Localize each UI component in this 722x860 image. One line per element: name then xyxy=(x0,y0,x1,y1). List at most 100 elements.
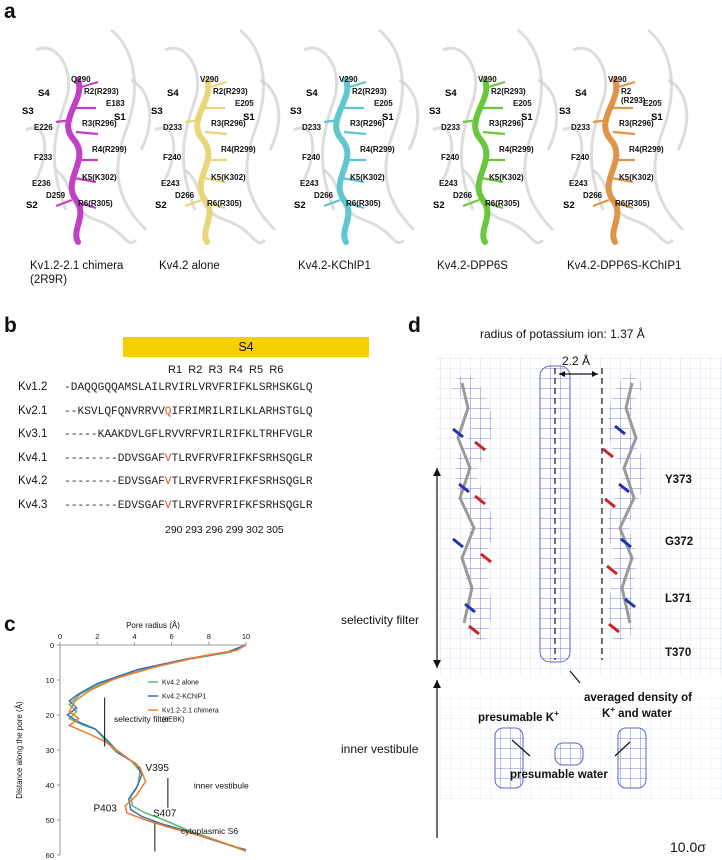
residue-label-e1: E205 xyxy=(235,99,254,108)
residue-label: L371 xyxy=(665,593,692,605)
background-helix xyxy=(293,126,315,181)
water-density-right xyxy=(617,727,647,789)
segment-s4: S4 xyxy=(306,88,318,99)
sequence-name: Kv2.1 xyxy=(18,404,48,417)
residue-label-r3: R3(R296) xyxy=(350,119,385,128)
x-tick-label: 4 xyxy=(132,632,136,641)
side-chain xyxy=(612,200,634,210)
arrow-head xyxy=(433,468,441,476)
y-tick-label: 30 xyxy=(46,746,54,755)
segment-s1: S1 xyxy=(651,112,663,123)
residue-label-r4: R4(R299) xyxy=(629,145,664,154)
residue-label-r4: R4(R299) xyxy=(360,145,395,154)
x-tick-label: 2 xyxy=(95,632,99,641)
r-header: R1 xyxy=(168,364,183,376)
side-chain xyxy=(480,176,504,184)
radius-note: radius of potassium ion: 1.37 Å xyxy=(480,327,645,341)
background-helix xyxy=(432,126,454,181)
sequence-row: --------EDVSGAFVTLRVFRVFRIFKFSRHSQGLR xyxy=(64,476,313,488)
side-chain xyxy=(341,176,365,184)
segment-s2: S2 xyxy=(563,200,575,211)
s4-helix xyxy=(194,77,213,245)
side-chain xyxy=(204,130,228,136)
segment-s4: S4 xyxy=(38,88,50,99)
side-chain xyxy=(482,200,504,210)
background-helix xyxy=(562,126,584,181)
side-chain xyxy=(592,118,610,124)
segment-s2: S2 xyxy=(26,200,38,211)
segment-s1: S1 xyxy=(521,112,533,123)
side-chain xyxy=(482,130,506,136)
atom-bond xyxy=(618,482,630,494)
left-strand-density xyxy=(450,369,493,642)
atom-bond xyxy=(452,427,464,439)
side-chain xyxy=(343,200,365,210)
x-tick-label: 6 xyxy=(170,632,174,641)
residue-label-e1: E205 xyxy=(374,99,393,108)
residue-label-d: D266 xyxy=(314,191,334,200)
segment-s4: S4 xyxy=(575,88,587,99)
legend-label: Kv4.2-KChIP1 xyxy=(162,694,206,701)
residue-label-phe: F240 xyxy=(571,153,590,162)
chart-annotation: P403 xyxy=(93,803,117,814)
legend-label: Kv4.2 alone xyxy=(162,680,199,687)
residue-label-d: D266 xyxy=(175,191,195,200)
s4-banner-label: S4 xyxy=(238,340,254,354)
atom-bond xyxy=(458,482,470,494)
segment-s1: S1 xyxy=(382,112,394,123)
residue-label-d: D266 xyxy=(453,191,473,200)
residue-label: T370 xyxy=(665,647,691,659)
background-helix xyxy=(55,168,138,245)
sequence-row: --KSVLQFQNVRRVVQIFRIMRILRILKLARHSTGLQ xyxy=(64,405,313,418)
r-header: R3 xyxy=(208,364,223,376)
structure-caption: Kv4.2-DPP6S xyxy=(437,260,508,272)
residue-label-e3: E236 xyxy=(32,179,51,188)
sequence-row: -----KAAKDVLGFLRVVRFVRILRIFKLTRHFVGLR xyxy=(64,429,313,441)
segment-s3: S3 xyxy=(22,106,34,117)
water-arrow-left xyxy=(511,739,531,757)
side-chain xyxy=(462,118,480,124)
atom-bond xyxy=(620,537,632,549)
side-chain xyxy=(202,176,226,184)
side-chain xyxy=(484,80,506,90)
r-header: R4 xyxy=(228,364,243,376)
side-chain xyxy=(610,176,634,184)
residue-label-k5: K5(K302) xyxy=(82,173,117,182)
segment-s1: S1 xyxy=(243,112,255,123)
atom-bond xyxy=(474,494,486,506)
residue-label-top: V290 xyxy=(608,75,627,84)
residue-label: Y373 xyxy=(665,474,692,486)
chart-annotation: cytoplasmic S6 xyxy=(181,826,238,836)
sigma-label: 10.0σ xyxy=(670,839,706,855)
residue-label-e2: D233 xyxy=(163,123,183,132)
background-helix xyxy=(398,78,420,151)
residue-label-k5: K5(K302) xyxy=(619,173,654,182)
chart-annotation: selectivity filter xyxy=(114,714,169,724)
sequence-name: Kv4.1 xyxy=(18,451,48,464)
arrow-head xyxy=(433,680,441,688)
residue-label-phe: F233 xyxy=(34,153,53,162)
residue-label-k5: K5(K302) xyxy=(489,173,524,182)
panel-a-letter: a xyxy=(4,0,16,23)
y-tick-label: 10 xyxy=(46,676,54,685)
arrow-head xyxy=(433,660,441,668)
side-chain xyxy=(55,118,73,124)
k-density xyxy=(554,742,584,766)
residue-label-r3: R3(R296) xyxy=(619,119,654,128)
background-helix xyxy=(667,78,689,151)
background-helix xyxy=(25,126,47,181)
sequence-name: Kv3.1 xyxy=(18,428,48,440)
side-chain xyxy=(206,80,228,90)
position-number: 296 xyxy=(205,524,224,536)
x-tick-label: 8 xyxy=(207,632,211,641)
background-helix xyxy=(537,78,559,151)
chart-annotation: inner vestibule xyxy=(194,781,249,791)
residue-label-e1: E205 xyxy=(643,99,662,108)
panel-d-letter: d xyxy=(408,314,421,337)
y-axis-title: Distance along the pore (Å) xyxy=(15,701,24,799)
background-helix xyxy=(184,168,267,245)
residue-label-r3: R3(R296) xyxy=(82,119,117,128)
